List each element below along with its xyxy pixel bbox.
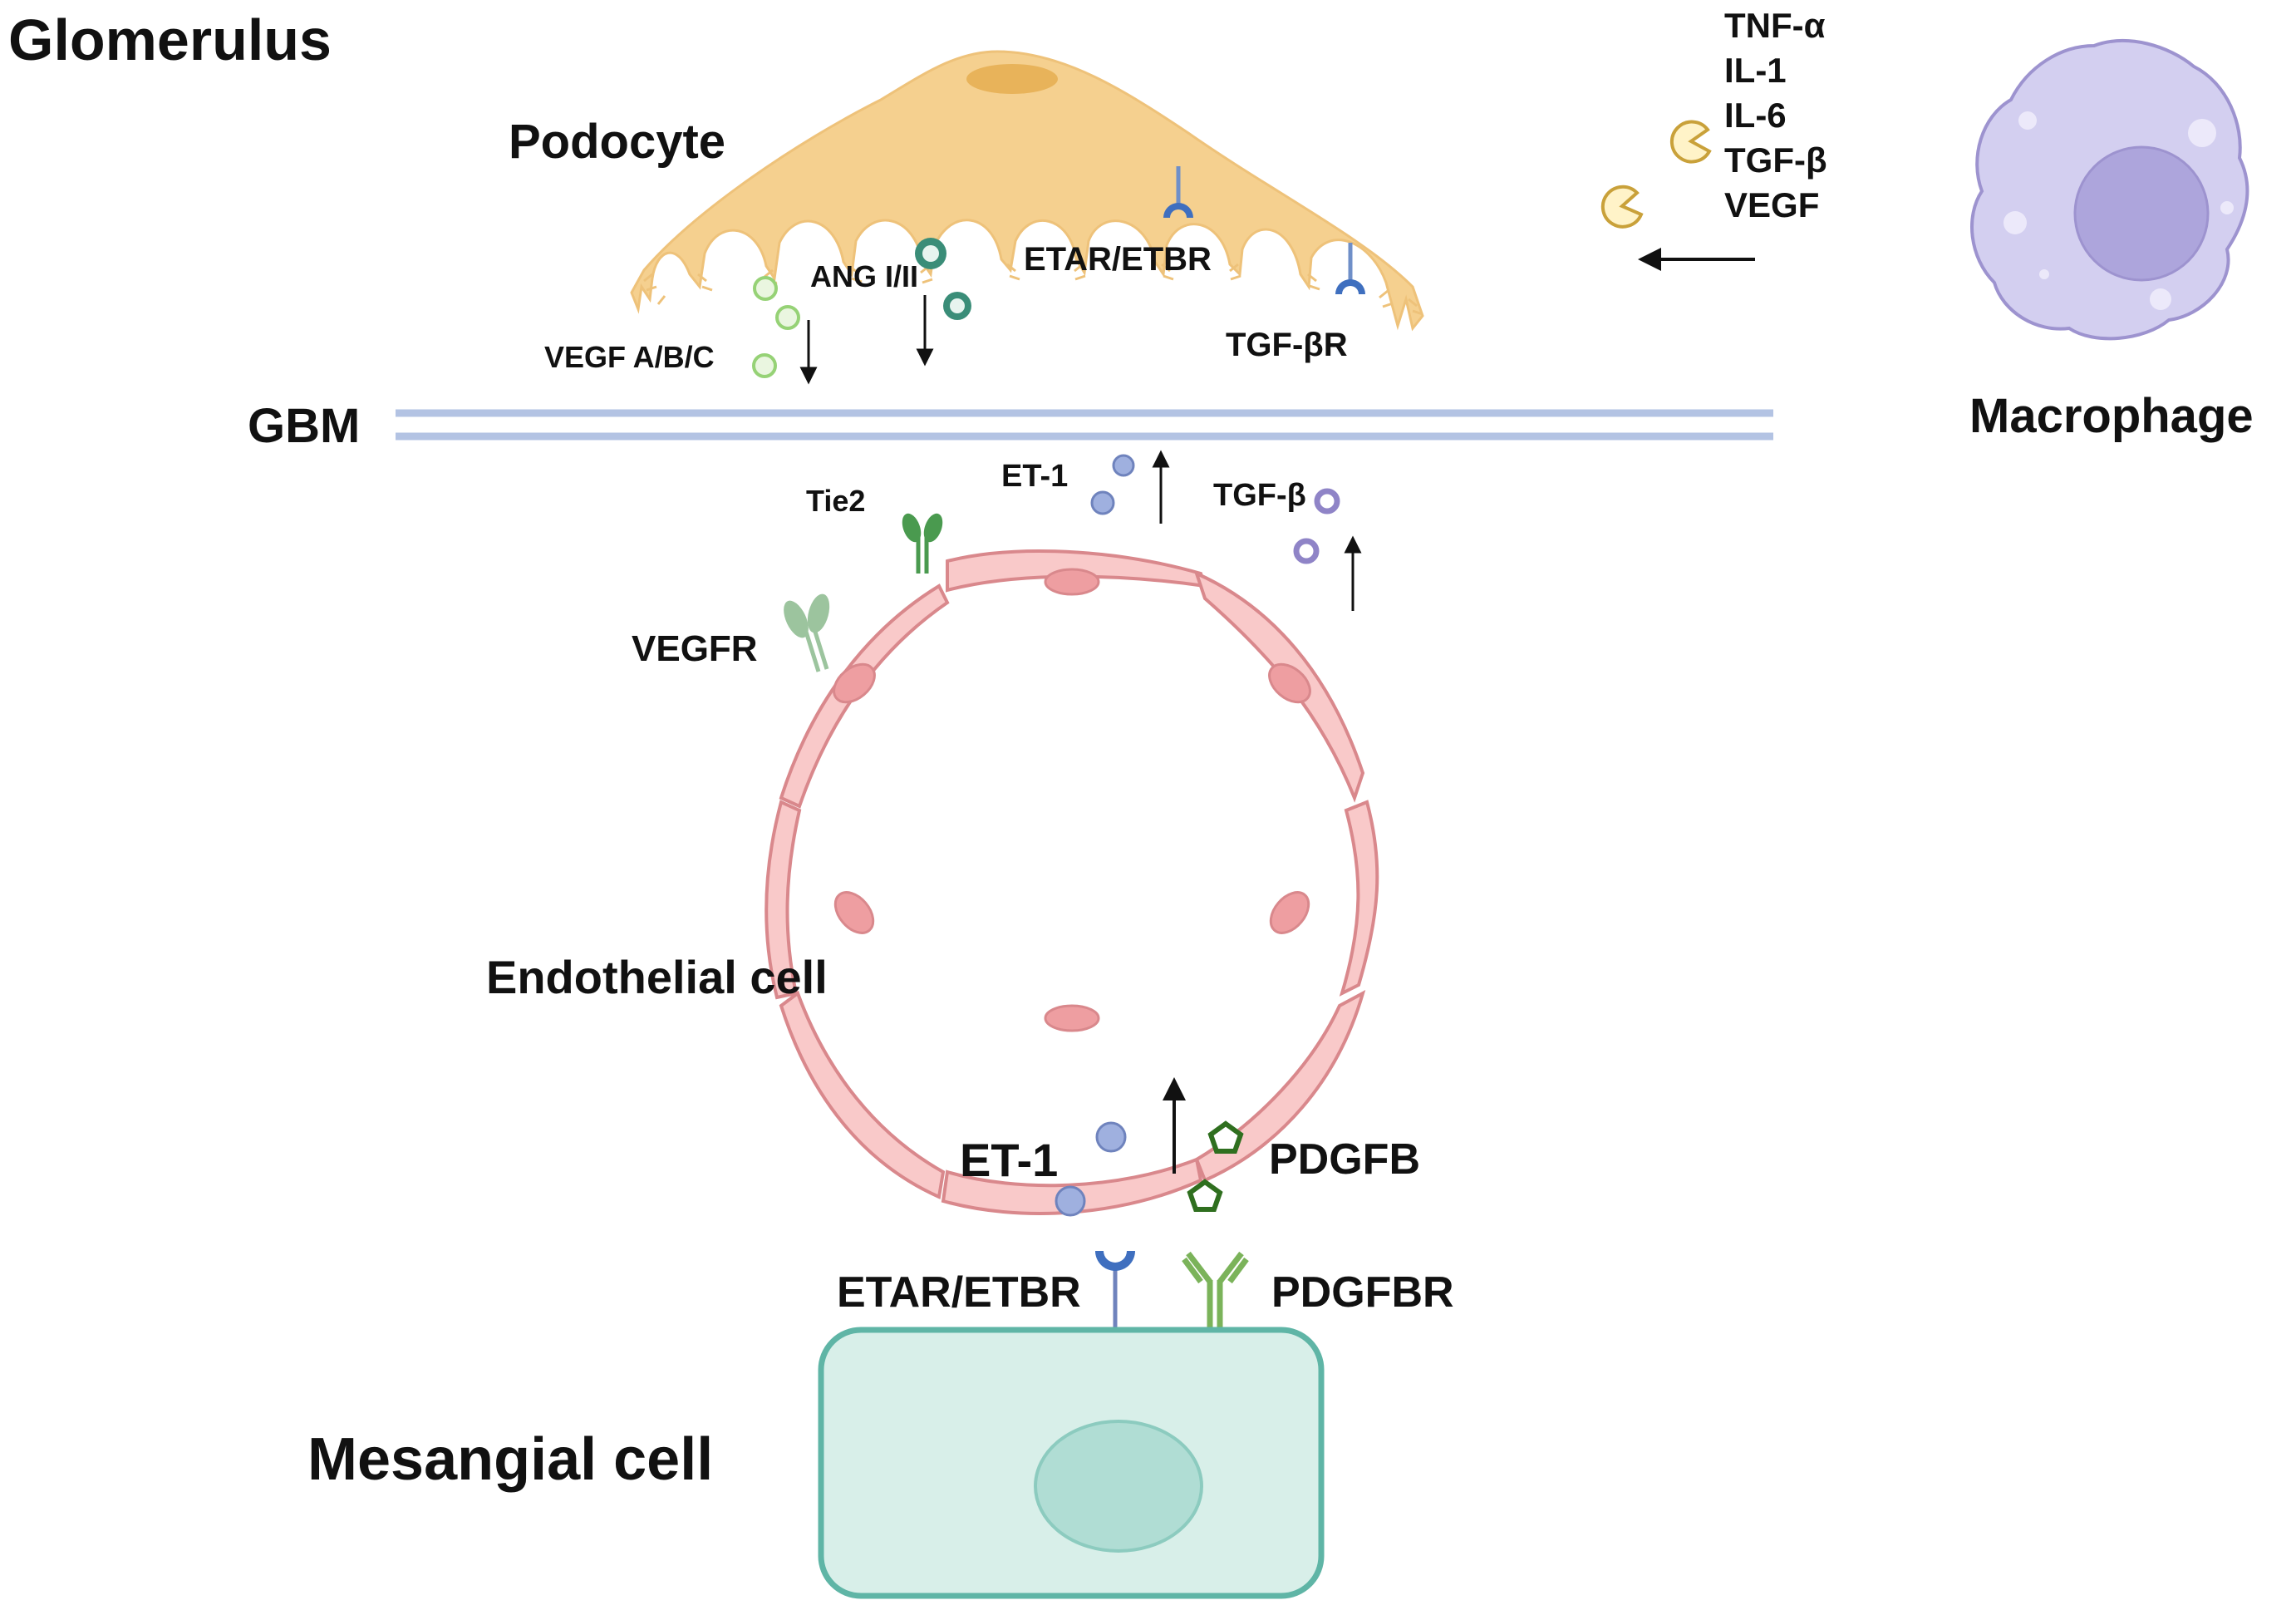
gbm-label: GBM (248, 399, 360, 453)
podocyte-body (630, 50, 1424, 332)
endothelial-cell-segment (779, 990, 946, 1199)
mesangial-label: Mesangial cell (307, 1426, 713, 1493)
et1-molecule (1112, 454, 1135, 477)
tgf-beta-molecule (1314, 488, 1340, 515)
tgf-beta-label: TGF-β (1213, 478, 1306, 513)
macrophage-label: Macrophage (1969, 389, 2254, 443)
vegf-molecule (775, 305, 800, 330)
vegfr-label: VEGFR (632, 628, 758, 669)
macrophage-cell (1970, 39, 2249, 341)
podocyte-label: Podocyte (509, 115, 725, 169)
cytokine-item: TNF-α (1724, 6, 1826, 45)
podocyte-nucleus (966, 64, 1058, 94)
tgf-beta-molecule (1293, 538, 1320, 564)
tie2-receptor (902, 513, 943, 574)
vegf-molecule (752, 353, 777, 378)
cytokine-item: IL-1 (1724, 51, 1787, 90)
pdgfb-label: PDGFB (1269, 1135, 1420, 1184)
tie2-label: Tie2 (806, 484, 865, 518)
ang-label: ANG I/II (810, 259, 918, 293)
et1-molecule (1090, 490, 1115, 515)
cytokine-item: VEGF (1724, 185, 1819, 224)
vegf-abc-label: VEGF A/B/C (544, 340, 715, 374)
tgf-beta-receptor-podocyte (1335, 243, 1365, 294)
etar-etbr-bottom-label: ETAR/ETBR (837, 1268, 1081, 1317)
endothelial-ring (765, 549, 1379, 1215)
et1-top-label: ET-1 (1001, 459, 1068, 494)
et1-bottom-label: ET-1 (960, 1134, 1058, 1186)
pdgfbr-label: PDGFBR (1271, 1268, 1454, 1317)
cytokine-molecule (1669, 120, 1712, 164)
cytokine-item: TGF-β (1724, 140, 1827, 180)
cytokine-item: IL-6 (1724, 96, 1787, 135)
ang-molecule (943, 292, 971, 320)
endothelial-cell-segment (779, 583, 950, 809)
etar-etbr-receptor-mesangial (1095, 1251, 1135, 1328)
pdgfbr-receptor (1182, 1251, 1249, 1328)
diagram-title: Glomerulus (8, 7, 332, 72)
mesangial-cell (818, 1327, 1325, 1599)
macrophage-nucleus (2073, 145, 2210, 282)
endothelial-cell-segment (1339, 800, 1379, 997)
et1-molecule (1095, 1121, 1127, 1153)
ang-molecule (915, 238, 946, 269)
vegf-molecule (753, 276, 778, 301)
pdgfb-molecule (1187, 1179, 1223, 1212)
et1-molecule (1055, 1185, 1086, 1217)
pdgfb-molecule (1207, 1120, 1244, 1154)
podocyte-cell (630, 50, 1424, 332)
endothelial-nuclei (833, 568, 1311, 1032)
etar-etbr-receptor-podocyte (1163, 166, 1193, 218)
etar-etbr-top-label: ETAR/ETBR (1024, 241, 1212, 278)
tgf-beta-receptor-label: TGF-βR (1226, 327, 1348, 363)
endothelial-cell-segment (765, 800, 802, 1000)
endothelial-label: Endothelial cell (486, 951, 828, 1003)
cytokine-molecule (1600, 185, 1644, 229)
endothelial-cell-segment (1193, 570, 1365, 803)
mesangial-nucleus (1034, 1420, 1203, 1553)
vegfr-receptor (784, 593, 830, 672)
